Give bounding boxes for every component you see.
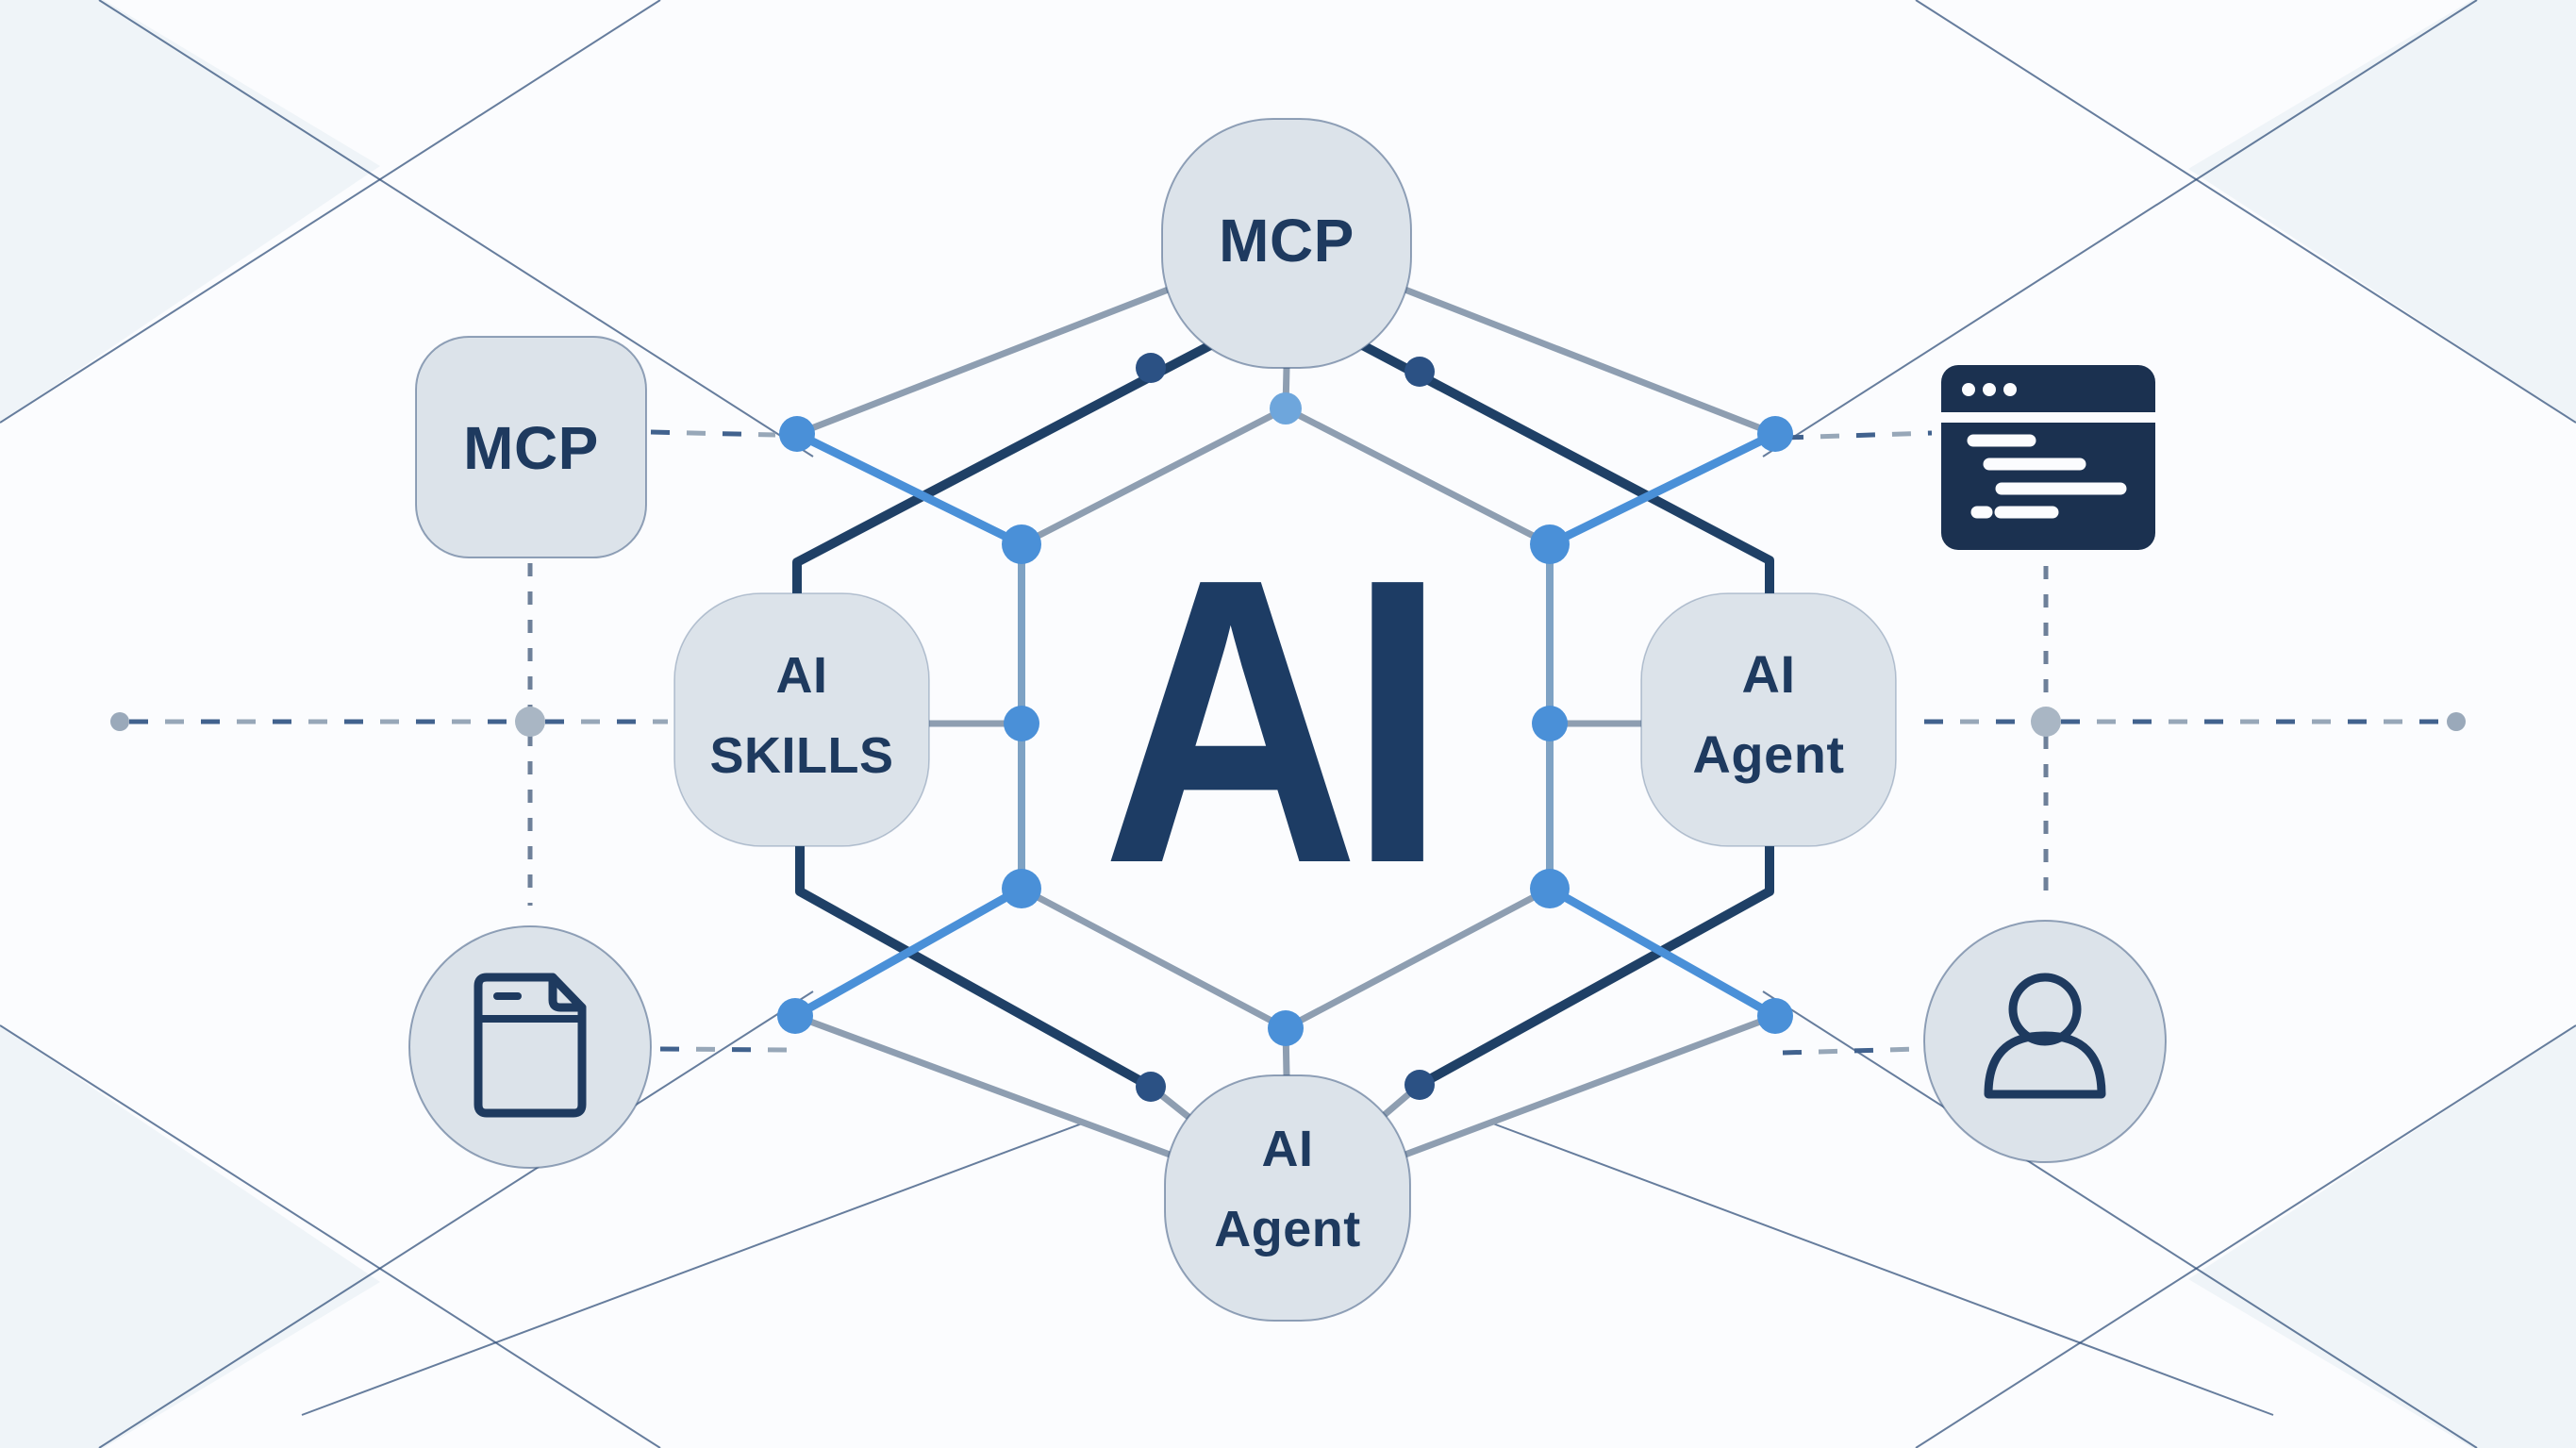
vertex-dots — [110, 353, 2466, 1102]
dashed-dot-to-code-icon — [1784, 430, 1933, 441]
inner-dot-lower-right — [1530, 869, 1570, 908]
outer-dot-bottom-left — [777, 998, 813, 1034]
navy-connectors — [792, 327, 1774, 1091]
node-mcp-circle: MCP — [1161, 118, 1412, 369]
inner-dot-upper-right — [1530, 524, 1570, 564]
outer-dot-bottom-right — [1757, 998, 1793, 1034]
outer-dot-top-right — [1757, 416, 1793, 452]
node-ai-skills-line2: SKILLS — [709, 727, 893, 784]
code-window-icon — [1941, 365, 2155, 550]
document-icon — [408, 925, 652, 1169]
node-ai-agent-bottom: AI Agent — [1164, 1074, 1411, 1322]
gray-cross-dot-right — [2031, 707, 2061, 737]
node-ai-agent-bottom-line1: AI — [1262, 1121, 1314, 1177]
node-mcp-box-label: MCP — [463, 414, 599, 482]
node-ai-agent-bottom-line2: Agent — [1214, 1201, 1360, 1257]
ai-hub-label: AI — [1102, 493, 1436, 947]
gray-cross-dot-left — [515, 707, 545, 737]
inner-dot-bottom — [1268, 1010, 1304, 1046]
dashed-mcpbox-to-dot — [650, 429, 776, 438]
user-icon — [1923, 920, 2167, 1163]
node-mcp-box: MCP — [415, 336, 647, 558]
inner-dot-mid-left — [1004, 706, 1039, 741]
navy-dot-bottom-right — [1404, 1070, 1435, 1100]
outer-dot-top-left — [779, 416, 815, 452]
node-ai-skills-line1: AI — [776, 647, 828, 704]
node-ai-agent-right: AI Agent — [1640, 592, 1897, 847]
navy-dot-bottom-left — [1136, 1072, 1166, 1102]
navy-dot-top-right — [1404, 357, 1435, 387]
dashed-dot-to-user — [1782, 1046, 1920, 1056]
inner-dot-lower-left — [1002, 869, 1041, 908]
gray-end-dot-right — [2447, 712, 2466, 731]
node-ai-agent-right-line1: AI — [1742, 644, 1796, 704]
inner-dot-mid-right — [1532, 706, 1568, 741]
inner-dot-top — [1270, 392, 1302, 424]
gray-end-dot-left — [110, 712, 129, 731]
node-ai-agent-right-line2: Agent — [1692, 724, 1844, 784]
node-ai-skills: AI SKILLS — [673, 592, 930, 847]
navy-dot-top-left — [1136, 353, 1166, 383]
node-mcp-circle-label: MCP — [1219, 207, 1354, 275]
inner-dot-upper-left — [1002, 524, 1041, 564]
